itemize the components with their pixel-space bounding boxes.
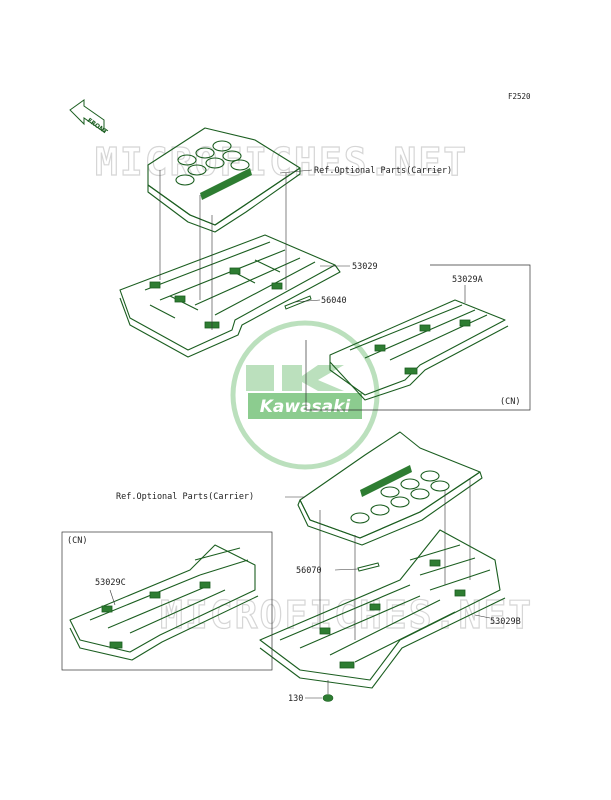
callout-56070: 56070	[296, 566, 322, 576]
cn-frame-left	[61, 531, 273, 671]
part-56040	[284, 295, 312, 310]
callout-56040: 56040	[321, 296, 347, 306]
callout-ref-optional-bottom: Ref.Optional Parts(Carrier)	[116, 492, 254, 502]
carrier-53029B	[259, 529, 506, 689]
watermark-bottom: MICROFICHES.NET	[160, 593, 533, 637]
logo-brand-text: Kawasaki	[260, 397, 352, 417]
carrier-53029A	[329, 299, 509, 401]
bolt-130-icon	[322, 680, 334, 702]
callout-53029A: 53029A	[452, 275, 483, 285]
cn-label-left: (CN)	[67, 536, 87, 546]
carrier-53029C	[69, 544, 259, 661]
optional-carrier-plate-top	[147, 127, 301, 233]
callout-53029B: 53029B	[490, 617, 521, 627]
callout-53029C: 53029C	[95, 578, 126, 588]
callout-ref-optional-top: Ref.Optional Parts(Carrier)	[314, 166, 452, 176]
cn-frame-right	[305, 264, 531, 411]
callout-53029: 53029	[352, 262, 378, 272]
callout-130: 130	[288, 694, 303, 704]
figure-code: F2520	[508, 92, 531, 101]
cn-label-right: (CN)	[500, 397, 520, 407]
part-56070	[357, 562, 380, 572]
carrier-53029	[119, 234, 341, 358]
watermark-top: MICROFICHES.NET	[95, 140, 468, 184]
optional-carrier-plate-bottom	[297, 431, 483, 546]
kawasaki-logo: Kawasaki	[230, 320, 380, 470]
front-arrow-icon: FRONT	[69, 99, 109, 136]
